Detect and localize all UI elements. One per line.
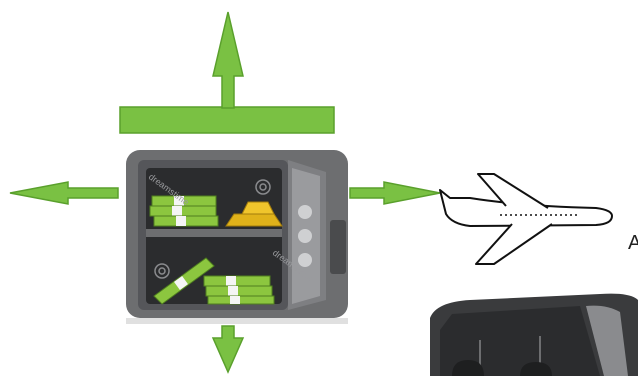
arrow-down xyxy=(213,326,243,372)
partial-label: A xyxy=(628,232,638,255)
arrow-right xyxy=(350,182,440,204)
arrow-left xyxy=(10,182,118,204)
arrow-up xyxy=(120,12,334,133)
airplane-icon xyxy=(440,174,612,264)
bus-icon xyxy=(430,294,638,376)
